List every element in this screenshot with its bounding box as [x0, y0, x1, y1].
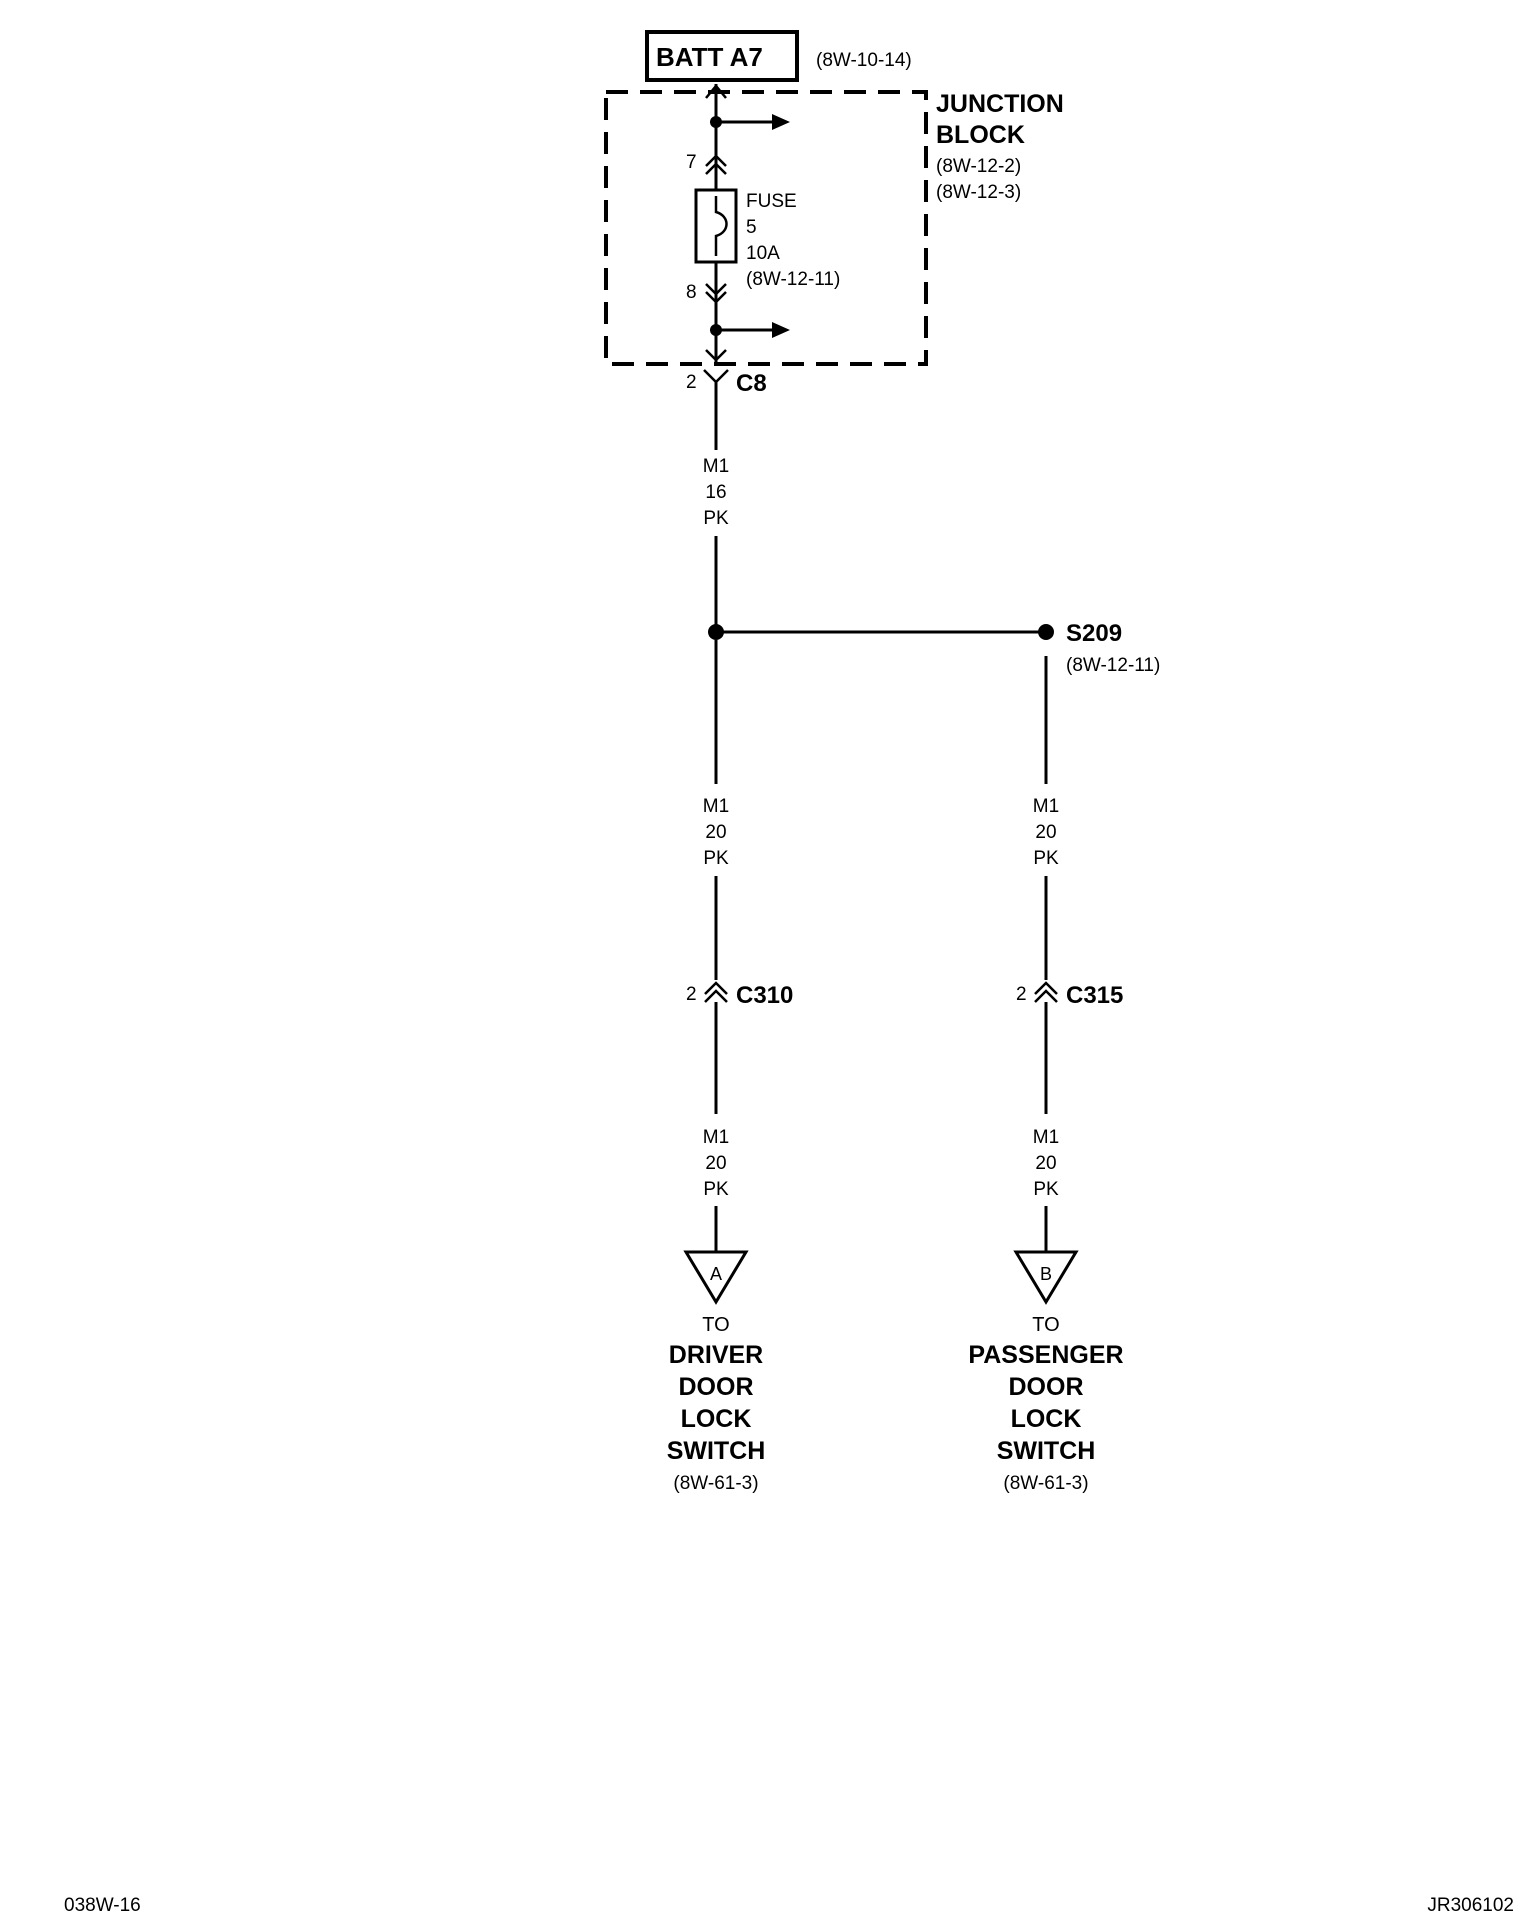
footer-right-code: JR306102 [1427, 1895, 1514, 1916]
connector-c8-icon [703, 369, 729, 384]
left-lower-gauge: 20 [705, 1153, 726, 1174]
left-dest-ref: (8W-61-3) [673, 1473, 758, 1494]
junction-block-title-2: BLOCK [936, 121, 1025, 149]
connector-c8-label: C8 [736, 370, 767, 397]
right-upper-color: PK [1033, 848, 1059, 869]
right-lower-gauge: 20 [1035, 1153, 1056, 1174]
left-lower-circuit: M1 [703, 1127, 729, 1148]
junction-block-title-1: JUNCTION [936, 90, 1064, 118]
right-lower-color: PK [1033, 1179, 1059, 1200]
splice-label: S209 [1066, 620, 1122, 647]
junction-block-ref-2: (8W-12-3) [936, 182, 1021, 203]
splice-s209-dot [1038, 624, 1054, 640]
right-dest-line1: PASSENGER [968, 1341, 1123, 1369]
connector-chevron-icon [705, 283, 727, 296]
right-lower-circuit: M1 [1033, 1127, 1059, 1148]
right-dest-line3: LOCK [1011, 1405, 1082, 1433]
junction-pin-in: 7 [686, 152, 697, 173]
junction-block-ref-1: (8W-12-2) [936, 156, 1021, 177]
connector-c315-pin: 2 [1016, 984, 1027, 1005]
left-upper-gauge: 20 [705, 822, 726, 843]
right-dest-ref: (8W-61-3) [1003, 1473, 1088, 1494]
right-dest-line2: DOOR [1009, 1373, 1084, 1401]
fuse-label-3: 10A [746, 243, 780, 264]
wire-main-gauge: 16 [705, 482, 726, 503]
left-dest-to: TO [702, 1314, 729, 1336]
right-dest-line4: SWITCH [997, 1437, 1096, 1465]
fuse-ref: (8W-12-11) [746, 269, 840, 290]
battery-source-box [645, 30, 799, 82]
battery-source-label: BATT A7 [656, 42, 763, 72]
connector-c310-icon [704, 981, 728, 995]
connector-chevron-icon [705, 154, 727, 167]
left-dest-line3: LOCK [681, 1405, 752, 1433]
connector-c315-icon [1034, 981, 1058, 995]
junction-pin-out: 8 [686, 282, 697, 303]
connector-c8-pin: 2 [686, 372, 697, 393]
fuse-label-1: FUSE [746, 191, 797, 212]
connector-c310-label: C310 [736, 982, 793, 1009]
arrow-right-icon [772, 322, 790, 338]
down-arrow-icon [705, 349, 727, 362]
left-dest-line2: DOOR [679, 1373, 754, 1401]
fuse-icon [714, 196, 728, 256]
wire-main-circuit: M1 [703, 456, 729, 477]
arrow-right-icon [772, 114, 790, 130]
splice-ref: (8W-12-11) [1066, 655, 1160, 676]
up-arrow-icon [705, 84, 727, 99]
left-lower-color: PK [703, 1179, 729, 1200]
right-dest-to: TO [1032, 1314, 1059, 1336]
left-dest-line4: SWITCH [667, 1437, 766, 1465]
terminal-b-icon [1013, 1250, 1079, 1305]
connector-c315-label: C315 [1066, 982, 1123, 1009]
right-upper-gauge: 20 [1035, 822, 1056, 843]
battery-source-ref: (8W-10-14) [816, 50, 912, 71]
connector-c310-pin: 2 [686, 984, 697, 1005]
wire-main-color: PK [703, 508, 729, 529]
footer-left-code: 038W-16 [64, 1895, 141, 1916]
junction-block-outline [604, 90, 928, 366]
left-upper-color: PK [703, 848, 729, 869]
terminal-b-label: B [1040, 1264, 1052, 1284]
terminal-a-label: A [710, 1264, 722, 1284]
right-upper-circuit: M1 [1033, 796, 1059, 817]
terminal-a-icon [683, 1250, 749, 1305]
left-dest-line1: DRIVER [669, 1341, 763, 1369]
fuse-label-2: 5 [746, 217, 757, 238]
left-upper-circuit: M1 [703, 796, 729, 817]
